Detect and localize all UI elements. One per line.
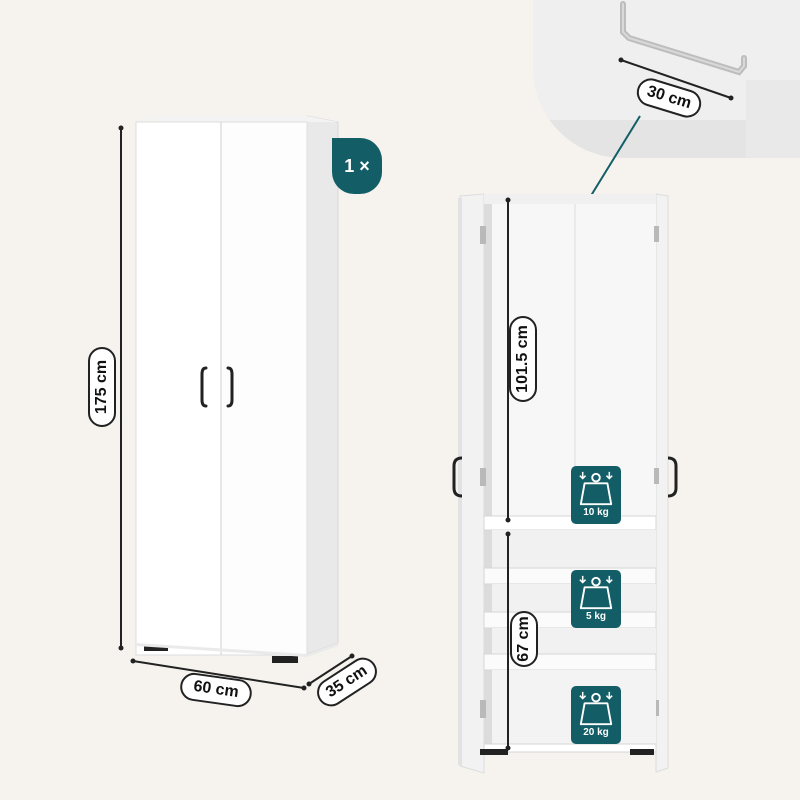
- lower-interior-label: 67 cm: [510, 611, 538, 667]
- weight-icon: [577, 574, 615, 612]
- height-dimension-line: [118, 125, 124, 651]
- depth-dimension-line: [306, 653, 355, 687]
- load-badge-middle: 5 kg: [571, 570, 621, 628]
- door-handle-right: [226, 366, 234, 408]
- upper-interior-dimension-line: [505, 197, 511, 523]
- load-label-bottom: 20 kg: [583, 727, 609, 738]
- weight-icon: [577, 470, 615, 508]
- lower-interior-dimension-line: [505, 531, 511, 751]
- load-label-upper: 10 kg: [583, 507, 609, 518]
- upper-interior-label: 101.5 cm: [509, 316, 537, 402]
- door-handle-left: [200, 366, 208, 408]
- quantity-badge: 1 ×: [332, 138, 382, 194]
- load-badge-upper: 10 kg: [571, 466, 621, 524]
- hanging-rail: [533, 0, 800, 158]
- weight-icon: [577, 690, 615, 728]
- rail-detail-inset: [533, 0, 800, 158]
- load-label-middle: 5 kg: [585, 611, 606, 622]
- width-dimension-line: [130, 658, 307, 691]
- load-badge-bottom: 20 kg: [571, 686, 621, 744]
